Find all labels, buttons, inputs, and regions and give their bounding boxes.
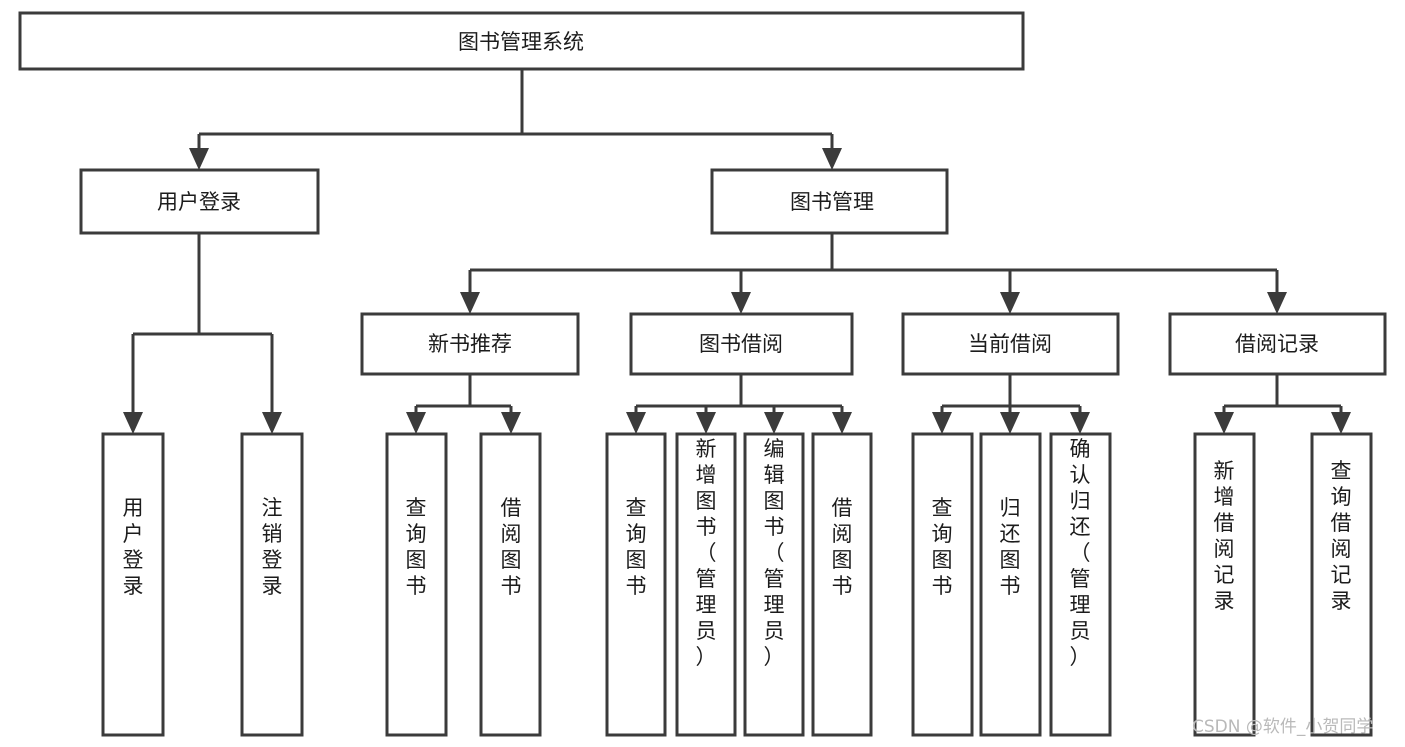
node-leaf-user-login-label: 用户登录 [123,496,144,598]
node-leaf-add-borrow-record-label: 新增借阅记录 [1214,459,1235,613]
node-leaf-confirm-return-admin-box[interactable] [1049,432,1112,737]
node-leaf-borrow-book-rec-label: 借阅图书 [501,496,522,598]
node-leaf-edit-book-admin-box[interactable] [743,432,805,737]
arrowhead-leaf-borrow-book-rec [501,412,521,434]
node-leaf-borrow-book[interactable]: 借阅图书 [811,432,873,737]
node-leaf-user-logout-label: 注销登录 [262,496,283,598]
node-root-box[interactable] [18,11,1025,71]
node-leaf-borrow-book-rec[interactable]: 借阅图书 [479,432,542,737]
arrowhead-leaf-borrow-book [832,412,852,434]
node-user-login-box[interactable] [79,168,320,235]
connector-layer [123,69,1351,434]
node-leaf-query-book-current[interactable]: 查询图书 [911,432,974,737]
node-leaf-add-borrow-record[interactable]: 新增借阅记录 [1193,432,1256,737]
arrowhead-leaf-add-borrow-record [1214,412,1234,434]
node-leaf-query-borrow-record-box[interactable] [1310,432,1373,737]
node-leaf-borrow-book-label: 借阅图书 [832,496,853,598]
node-leaf-add-book-admin-label: 新增图书（管理员） [696,437,717,669]
arrowhead-new-book-recommend [460,292,480,314]
arrowhead-leaf-return-book [1000,412,1020,434]
node-borrow-record-label: 借阅记录 [1235,332,1319,356]
node-book-management-box[interactable] [710,168,949,235]
node-leaf-query-book-rec[interactable]: 查询图书 [385,432,448,737]
node-leaf-return-book-label: 归还图书 [1000,496,1021,598]
arrowhead-book-borrow [731,292,751,314]
node-leaf-user-login[interactable]: 用户登录 [101,432,165,737]
node-leaf-add-book-admin-box[interactable] [675,432,737,737]
arrowhead-leaf-query-borrow-record [1331,412,1351,434]
node-root-label: 图书管理系统 [458,30,584,54]
node-new-book-recommend-label: 新书推荐 [428,332,512,356]
node-leaf-user-logout-box[interactable] [240,432,304,737]
arrowhead-leaf-add-book-admin [696,412,716,434]
node-leaf-return-book-box[interactable] [979,432,1042,737]
node-leaf-query-book-rec-box[interactable] [385,432,448,737]
node-new-book-recommend-box[interactable] [360,312,580,376]
node-book-borrow[interactable]: 图书借阅 [629,312,854,376]
node-leaf-query-book-current-label: 查询图书 [932,496,953,598]
arrowhead-leaf-user-logout [262,412,282,434]
node-leaf-query-book-current-box[interactable] [911,432,974,737]
node-current-borrow-box[interactable] [901,312,1120,376]
node-user-login-label: 用户登录 [157,190,241,214]
node-leaf-confirm-return-admin-label: 确认归还（管理员） [1070,437,1091,669]
node-leaf-edit-book-admin-label: 编辑图书（管理员） [764,437,785,669]
node-leaf-edit-book-admin[interactable]: 编辑图书（管理员） [743,432,805,737]
csdn-watermark: CSDN @软件_小贺同学 [1192,717,1373,737]
node-leaf-query-book-borrow-label: 查询图书 [626,496,647,598]
node-book-management[interactable]: 图书管理 [710,168,949,235]
arrowhead-leaf-user-login [123,412,143,434]
arrowhead-book-management [822,148,842,170]
node-leaf-query-book-rec-label: 查询图书 [406,496,427,598]
node-leaf-user-logout[interactable]: 注销登录 [240,432,304,737]
node-leaf-query-borrow-record[interactable]: 查询借阅记录 [1310,432,1373,737]
node-leaf-confirm-return-admin[interactable]: 确认归还（管理员） [1049,432,1112,737]
node-current-borrow-label: 当前借阅 [968,332,1052,356]
node-leaf-borrow-book-box[interactable] [811,432,873,737]
node-book-management-label: 图书管理 [790,190,874,214]
node-leaf-query-book-borrow-box[interactable] [605,432,667,737]
arrowhead-leaf-confirm-return-admin [1070,412,1090,434]
node-leaf-query-borrow-record-label: 查询借阅记录 [1331,459,1352,613]
node-root[interactable]: 图书管理系统 [18,11,1025,71]
node-borrow-record[interactable]: 借阅记录 [1168,312,1387,376]
node-leaf-query-book-borrow[interactable]: 查询图书 [605,432,667,737]
node-leaf-add-borrow-record-box[interactable] [1193,432,1256,737]
node-book-borrow-label: 图书借阅 [699,332,783,356]
node-book-borrow-box[interactable] [629,312,854,376]
node-leaf-user-login-box[interactable] [101,432,165,737]
node-current-borrow[interactable]: 当前借阅 [901,312,1120,376]
arrowhead-user-login [189,148,209,170]
arrowhead-leaf-edit-book-admin [764,412,784,434]
node-leaf-borrow-book-rec-box[interactable] [479,432,542,737]
node-leaf-add-book-admin[interactable]: 新增图书（管理员） [675,432,737,737]
arrowhead-current-borrow [1000,292,1020,314]
node-new-book-recommend[interactable]: 新书推荐 [360,312,580,376]
node-user-login[interactable]: 用户登录 [79,168,320,235]
arrowhead-leaf-query-book-borrow [626,412,646,434]
arrowhead-leaf-query-book-current [932,412,952,434]
node-leaf-return-book[interactable]: 归还图书 [979,432,1042,737]
arrowhead-borrow-record [1267,292,1287,314]
node-borrow-record-box[interactable] [1168,312,1387,376]
arrowhead-leaf-query-book-rec [406,412,426,434]
